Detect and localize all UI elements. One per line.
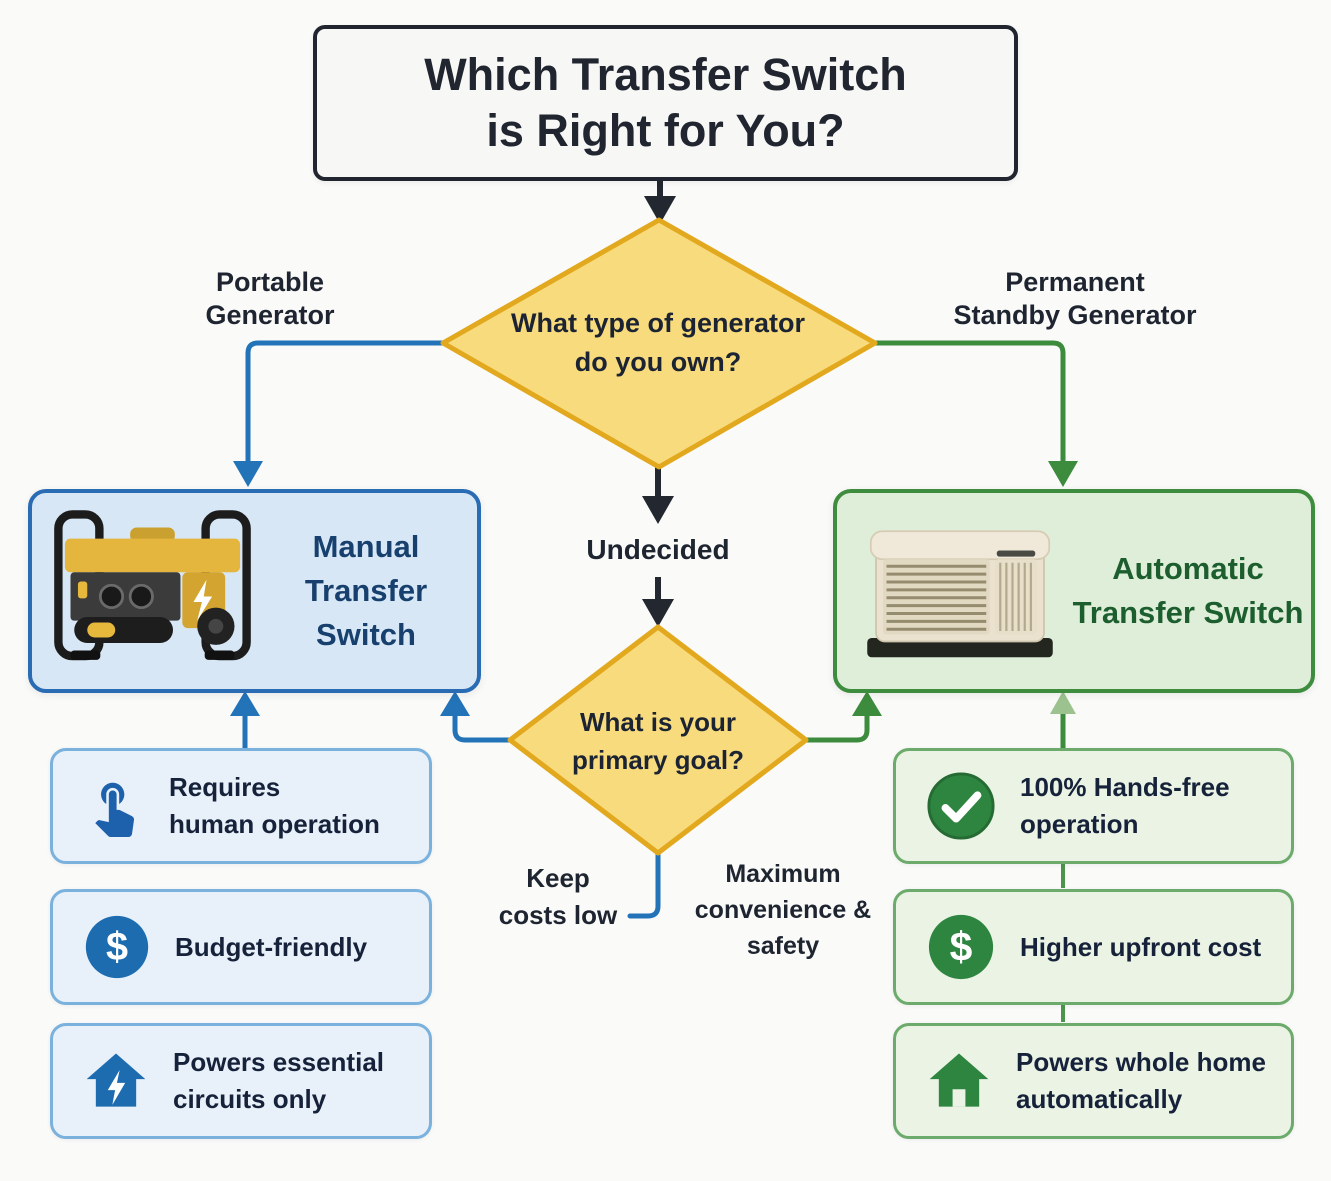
connector-features-to-manual — [230, 691, 260, 753]
feature-line1: Powers essential — [173, 1047, 384, 1077]
feature-text: 100% Hands-free operation — [1020, 769, 1230, 843]
house-bolt-icon — [83, 1048, 149, 1114]
feature-text: Requires human operation — [169, 769, 380, 843]
feature-line2: circuits only — [173, 1084, 327, 1114]
feature-line1: Requires — [169, 772, 281, 802]
label-max-line3: safety — [746, 932, 820, 960]
feature-powers-whole-home: Powers whole home automatically — [893, 1023, 1294, 1139]
label-permanent-generator: Permanent Standby Generator — [915, 266, 1235, 332]
connector-goal-to-automatic — [801, 691, 882, 743]
check-circle-icon — [926, 771, 996, 841]
automatic-transfer-switch-box: Automatic Transfer Switch — [833, 489, 1315, 693]
decision-goal-line1: What is your — [579, 707, 736, 737]
feature-budget-friendly: $ Budget-friendly — [50, 889, 432, 1005]
automatic-title-line2: Transfer Switch — [1072, 595, 1304, 630]
label-max-line2: convenience & — [694, 896, 872, 924]
decision-generator-text: What type of generator do you own? — [478, 303, 838, 383]
automatic-transfer-switch-title: Automatic Transfer Switch — [1065, 547, 1311, 635]
feature-line2: operation — [1020, 809, 1139, 839]
connector-goal-to-keep-costs — [627, 850, 661, 919]
feature-requires-human-operation: Requires human operation — [50, 748, 432, 864]
dollar-glyph: $ — [106, 925, 128, 969]
feature-text: Powers whole home automatically — [1016, 1044, 1266, 1118]
feature-line1: 100% Hands-free — [1020, 772, 1230, 802]
connector-goal-to-manual — [440, 691, 515, 743]
label-portable-line1: Portable — [215, 267, 325, 297]
manual-title-line1: Manual — [312, 529, 420, 564]
feature-text: Budget-friendly — [175, 929, 367, 966]
title-box: Which Transfer Switch is Right for You? — [313, 25, 1018, 181]
tap-icon — [83, 775, 145, 837]
title-line1: Which Transfer Switch — [424, 49, 907, 100]
label-permanent-line2: Standby Generator — [953, 300, 1197, 330]
feature-line2: human operation — [169, 809, 380, 839]
feature-text: Powers essential circuits only — [173, 1044, 384, 1118]
manual-title-line2: Transfer Switch — [304, 573, 428, 652]
dollar-circle-icon: $ — [83, 913, 151, 981]
feature-text: Higher upfront cost — [1020, 929, 1261, 966]
feature-higher-upfront-cost: $ Higher upfront cost — [893, 889, 1294, 1005]
label-keep-line2: costs low — [498, 900, 618, 930]
manual-transfer-switch-box: Manual Transfer Switch — [28, 489, 481, 693]
feature-powers-essential-circuits: Powers essential circuits only — [50, 1023, 432, 1139]
label-maximum-convenience: Maximum convenience & safety — [683, 856, 883, 964]
portable-generator-image — [50, 505, 255, 678]
decision-generator-diamond — [440, 217, 878, 470]
connector-features-to-automatic — [1050, 691, 1076, 753]
decision-goal-diamond — [507, 624, 809, 856]
label-keep-line1: Keep — [526, 863, 590, 893]
arrow-undecided-to-goal — [642, 577, 674, 627]
feature-line2: automatically — [1016, 1084, 1183, 1114]
label-portable-generator: Portable Generator — [160, 266, 380, 332]
arrow-decision-to-undecided — [642, 467, 674, 524]
connector-permanent-branch — [871, 340, 1078, 487]
dollar-glyph: $ — [950, 924, 973, 970]
decision-goal-line2: primary goal? — [572, 745, 744, 775]
label-max-line1: Maximum — [725, 860, 841, 888]
decision-generator-line1: What type of generator — [510, 308, 806, 338]
decision-goal-text: What is your primary goal? — [528, 702, 788, 780]
feature-line1: Budget-friendly — [175, 931, 368, 962]
title-line2: is Right for You? — [486, 105, 845, 156]
feature-line1: Higher upfront cost — [1020, 931, 1262, 962]
house-icon — [926, 1048, 992, 1114]
feature-line1: Powers whole home — [1016, 1047, 1266, 1077]
label-permanent-line1: Permanent — [1005, 267, 1145, 297]
dollar-circle-icon: $ — [926, 912, 996, 982]
label-keep-costs-low: Keep costs low — [478, 860, 638, 934]
connector-portable-branch — [233, 340, 446, 487]
label-portable-line2: Generator — [205, 300, 335, 330]
label-undecided: Undecided — [586, 534, 730, 565]
standby-generator-image — [855, 510, 1065, 673]
manual-transfer-switch-title: Manual Transfer Switch — [255, 525, 477, 657]
automatic-title-line1: Automatic — [1112, 551, 1264, 586]
feature-hands-free-operation: 100% Hands-free operation — [893, 748, 1294, 864]
decision-generator-line2: do you own? — [574, 347, 742, 377]
